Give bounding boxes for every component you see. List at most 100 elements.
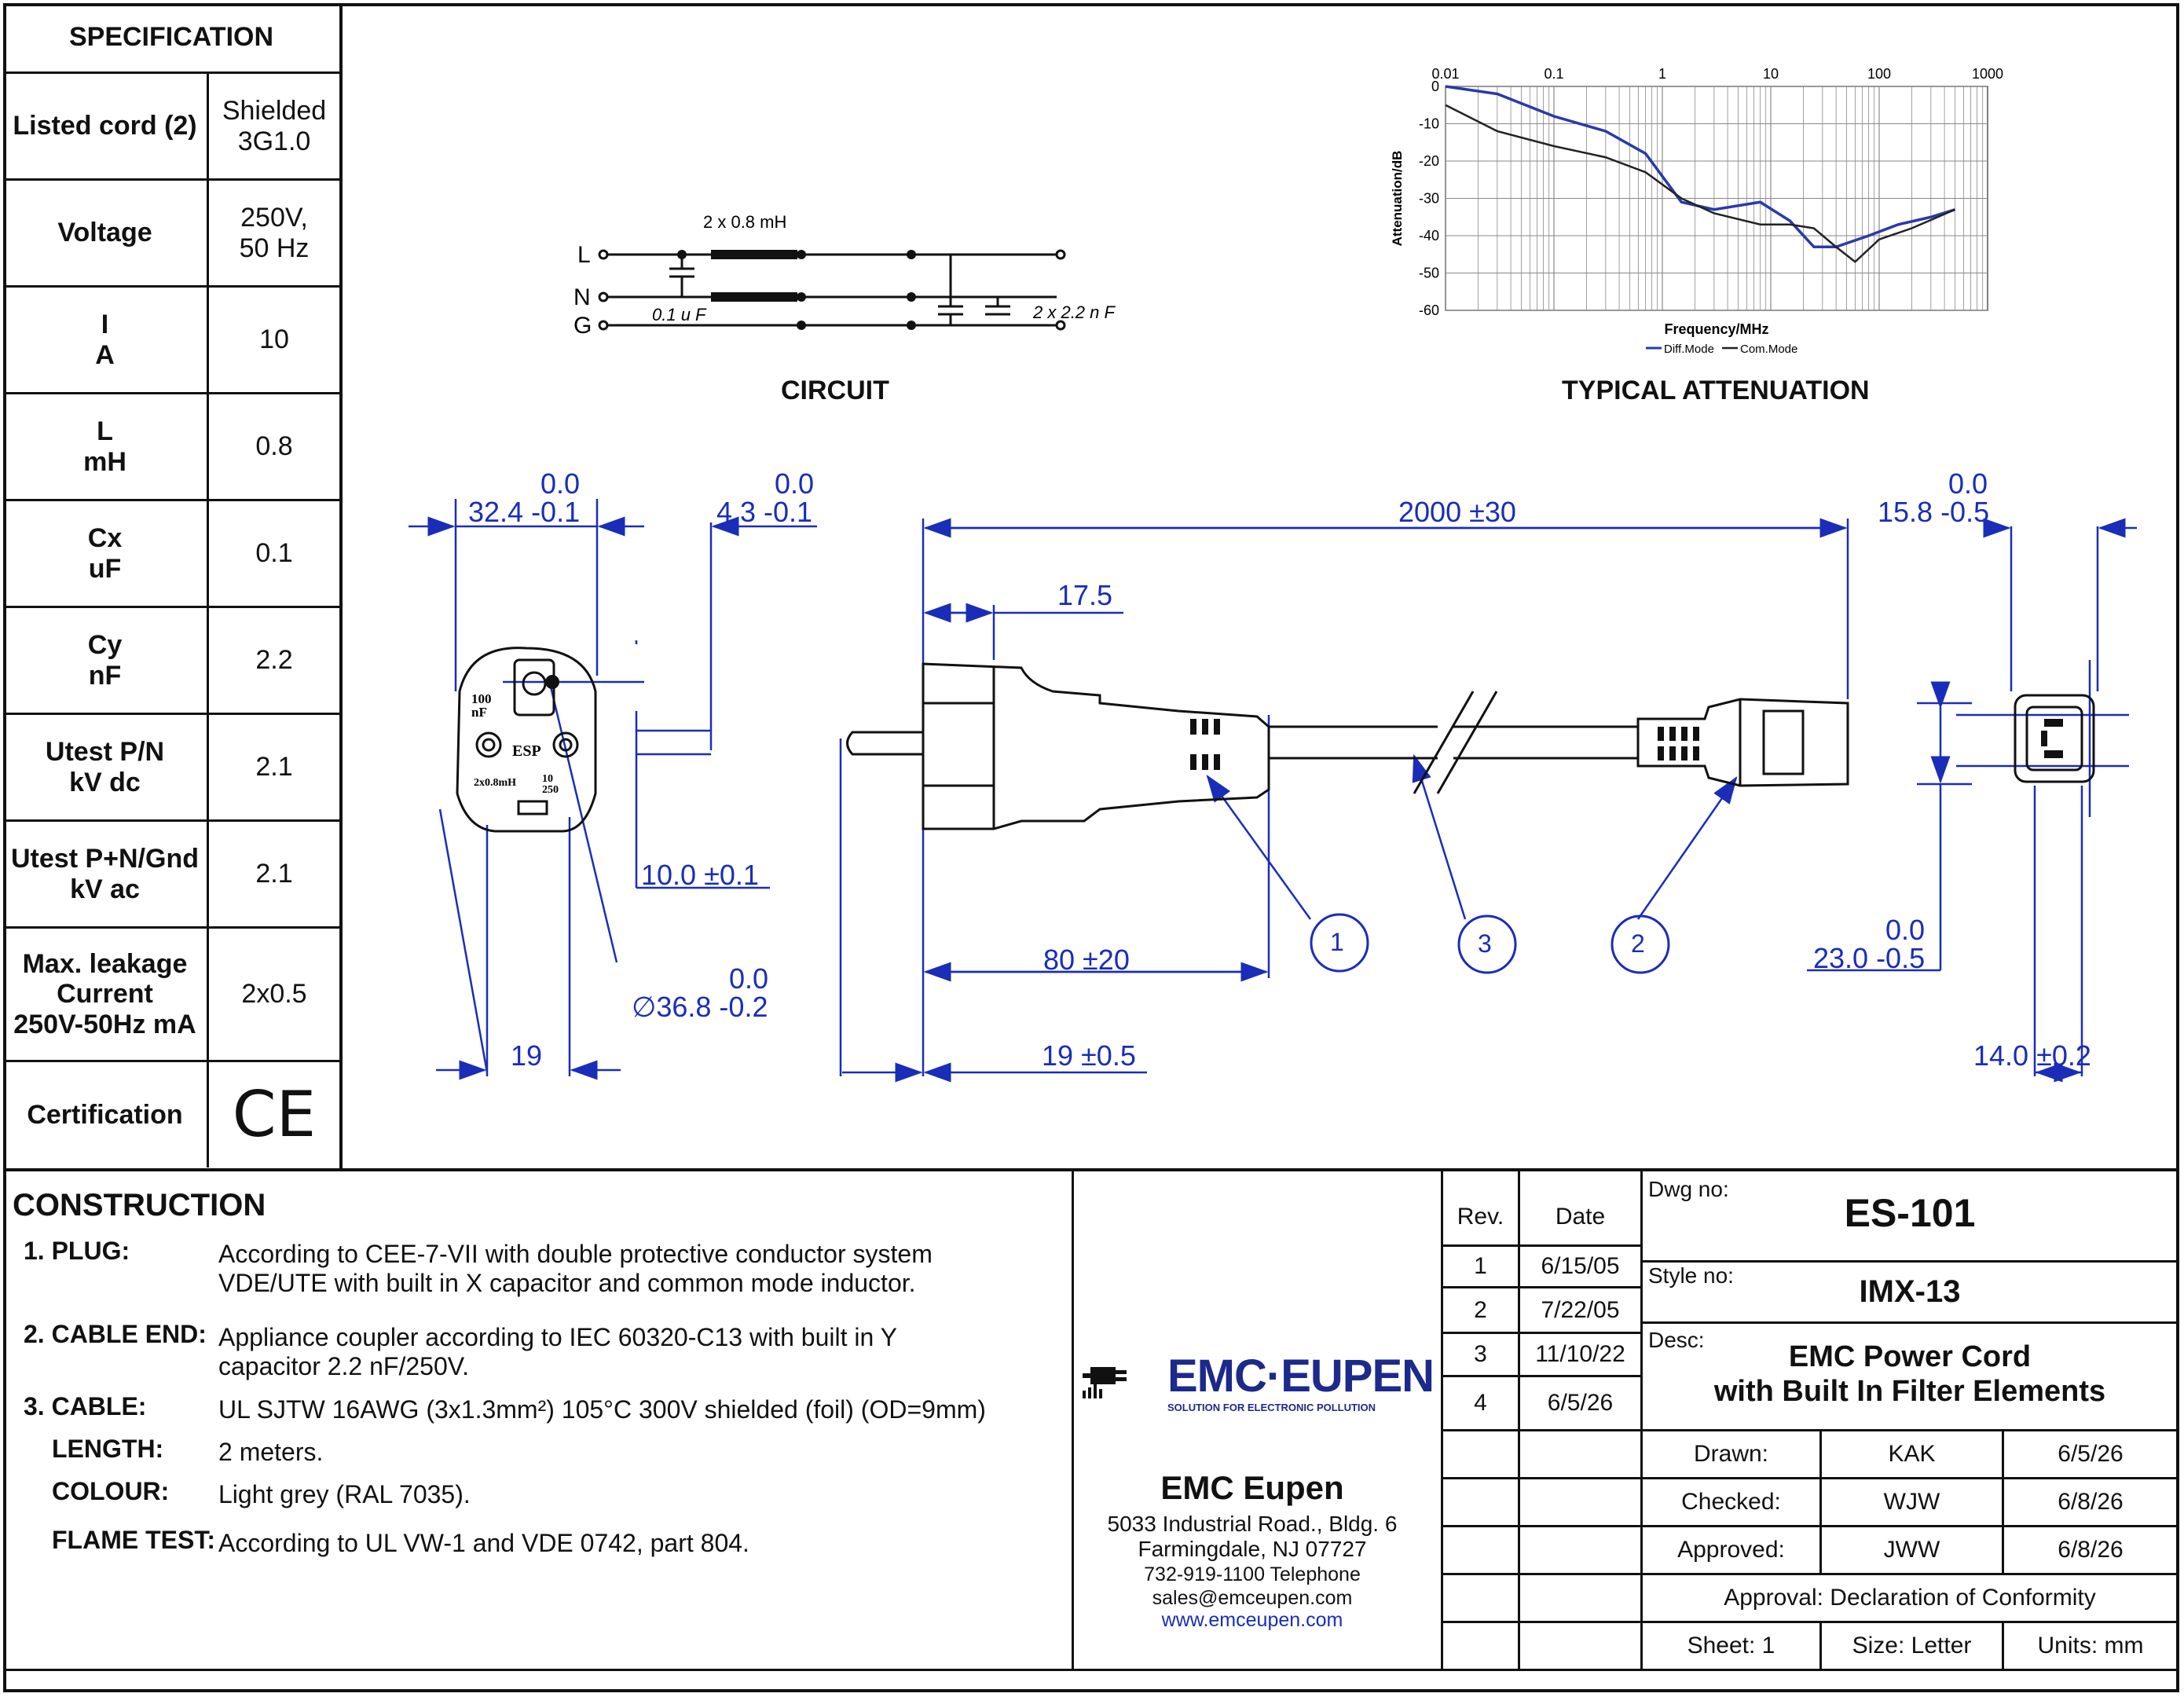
line-g-label: G [573,313,592,339]
company-divider [1072,1168,1074,1671]
construction-label: LENGTH: [52,1435,164,1463]
dim-23-top: 0.0 [1885,914,1926,946]
dim-dia-top: 0.0 [729,962,769,995]
spec-value: 2.1 [255,859,293,889]
y-tick-label: -50 [1419,266,1439,281]
spec-row: Cx uF 0.1 [3,501,339,608]
spec-row: Certification CE [3,1062,339,1167]
dim-pin: 4.3 -0.1 [716,496,813,528]
spec-value: 10 [259,324,289,355]
bottom-rule [3,1669,2179,1671]
company-name: EMC Eupen [1160,1469,1344,1506]
company-address1: 5033 Industrial Road., Bldg. 6 [1107,1512,1398,1536]
plug-logo-icon [1083,1367,1127,1398]
construction-label: 2. CABLE END: [24,1320,207,1348]
callout-3: 3 [1478,929,1492,958]
approved-by: JWW [1883,1537,1940,1563]
cy-label: 2 x 2.2 n F [1032,302,1116,322]
dim-plug-width: 32.4 -0.1 [468,496,581,528]
construction-label: 3. CABLE: [24,1392,147,1420]
rev-number: 3 [1474,1341,1487,1367]
dwg-label: Dwg no: [1648,1177,1729,1201]
approved-date: 6/8/26 [2058,1537,2124,1563]
construction-title: CONSTRUCTION [13,1188,266,1222]
company-website[interactable]: www.emceupen.com [1161,1609,1343,1631]
spec-value: 2.2 [255,645,293,676]
spec-label: Utest P+N/Gnd kV ac [3,822,209,926]
dim-diameter: ∅36.8 -0.2 [632,991,768,1023]
construction-text: Light grey (RAL 7035). [218,1480,471,1508]
spec-row: L mH 0.8 [3,394,339,501]
specification-table: SPECIFICATION Listed cord (2)Shielded 3G… [3,3,343,1171]
spec-label: L mH [3,394,209,499]
spec-label: Listed cord (2) [3,74,209,178]
rev-number: 2 [1474,1296,1487,1323]
series-line-diff-mode [1445,85,1955,248]
date-header: Date [1555,1204,1606,1230]
line-l-label: L [577,242,591,268]
x-tick-label: 0.1 [1544,66,1563,82]
ce-mark: CE [232,1078,317,1152]
spec-value: 0.1 [255,538,293,569]
inductor-label: 2 x 0.8 mH [703,212,786,232]
spec-label: I A [3,288,209,392]
rev-header: Rev. [1457,1204,1504,1230]
company-email: sales@emceupen.com [1152,1587,1353,1609]
checked-by: WJW [1883,1489,1940,1515]
rev-date: 6/15/05 [1541,1253,1620,1279]
circuit-heading: CIRCUIT [781,376,889,405]
checked-label: Checked: [1681,1489,1781,1515]
plug-mark-inductor: 2x0.8mH [474,777,516,789]
plug-mark-esp: ESP [512,742,541,760]
series-line-com-mode [1445,104,1955,263]
construction-label: 1. PLUG: [24,1237,130,1265]
x-tick-label: 100 [1867,66,1891,82]
y-tick-label: -60 [1419,302,1439,318]
spec-row: Utest P+N/Gnd kV ac 2.1 [3,822,339,929]
sheet-number: Sheet: 1 [1687,1633,1775,1659]
drawing-frame [3,3,2179,1692]
y-tick-label: -40 [1419,228,1439,244]
drawn-date: 6/5/26 [2058,1441,2124,1467]
x-tick-label: 10 [1763,66,1779,82]
sheet-size: Size: Letter [1852,1633,1972,1659]
y-tick-label: 0 [1431,79,1439,94]
spec-label: Max. leakage Current 250V-50Hz mA [3,929,209,1060]
rev-number: 1 [1474,1253,1487,1279]
rev-date: 11/10/22 [1535,1341,1625,1367]
approval-note: Approval: Declaration of Conformity [1724,1585,2096,1611]
spec-value: 2x0.5 [241,979,307,1010]
x-tick-label: 1000 [1972,66,2003,82]
description: EMC Power Cord with Built In Filter Elem… [1713,1340,2106,1408]
x-axis-label: Frequency/MHz [1664,321,1768,337]
callout-1: 1 [1330,928,1344,956]
style-number: IMX-13 [1859,1274,1961,1309]
rev-date: 6/5/26 [1547,1390,1614,1416]
spec-value: 0.8 [255,431,293,462]
spec-label: Voltage [3,181,209,285]
spec-label: Cy nF [3,608,209,713]
checked-date: 6/8/26 [2058,1489,2124,1515]
spec-label: Utest P/N kV dc [3,715,209,819]
dim-10: 10.0 ±0.1 [641,859,759,891]
y-tick-label: -10 [1419,116,1439,132]
units: Units: mm [2037,1633,2144,1659]
dim-pin-top: 0.0 [775,467,815,500]
company-logo: EMC·EUPEN [1167,1351,1435,1402]
spec-value: 250V, 50 Hz [239,203,310,263]
y-tick-label: -20 [1419,153,1439,169]
spec-title: SPECIFICATION [3,3,339,74]
company-phone: 732-919-1100 Telephone [1144,1563,1361,1585]
spec-row: Listed cord (2)Shielded 3G1.0 [3,74,339,181]
dim-length: 2000 ±30 [1398,496,1516,528]
line-n-label: N [573,284,591,310]
legend-diff-mode: Diff.Mode [1664,343,1714,356]
spec-label: Certification [3,1062,209,1167]
spec-label: Cx uF [3,501,209,606]
construction-label: COLOUR: [52,1477,170,1505]
spec-row: I A 10 [3,288,339,394]
